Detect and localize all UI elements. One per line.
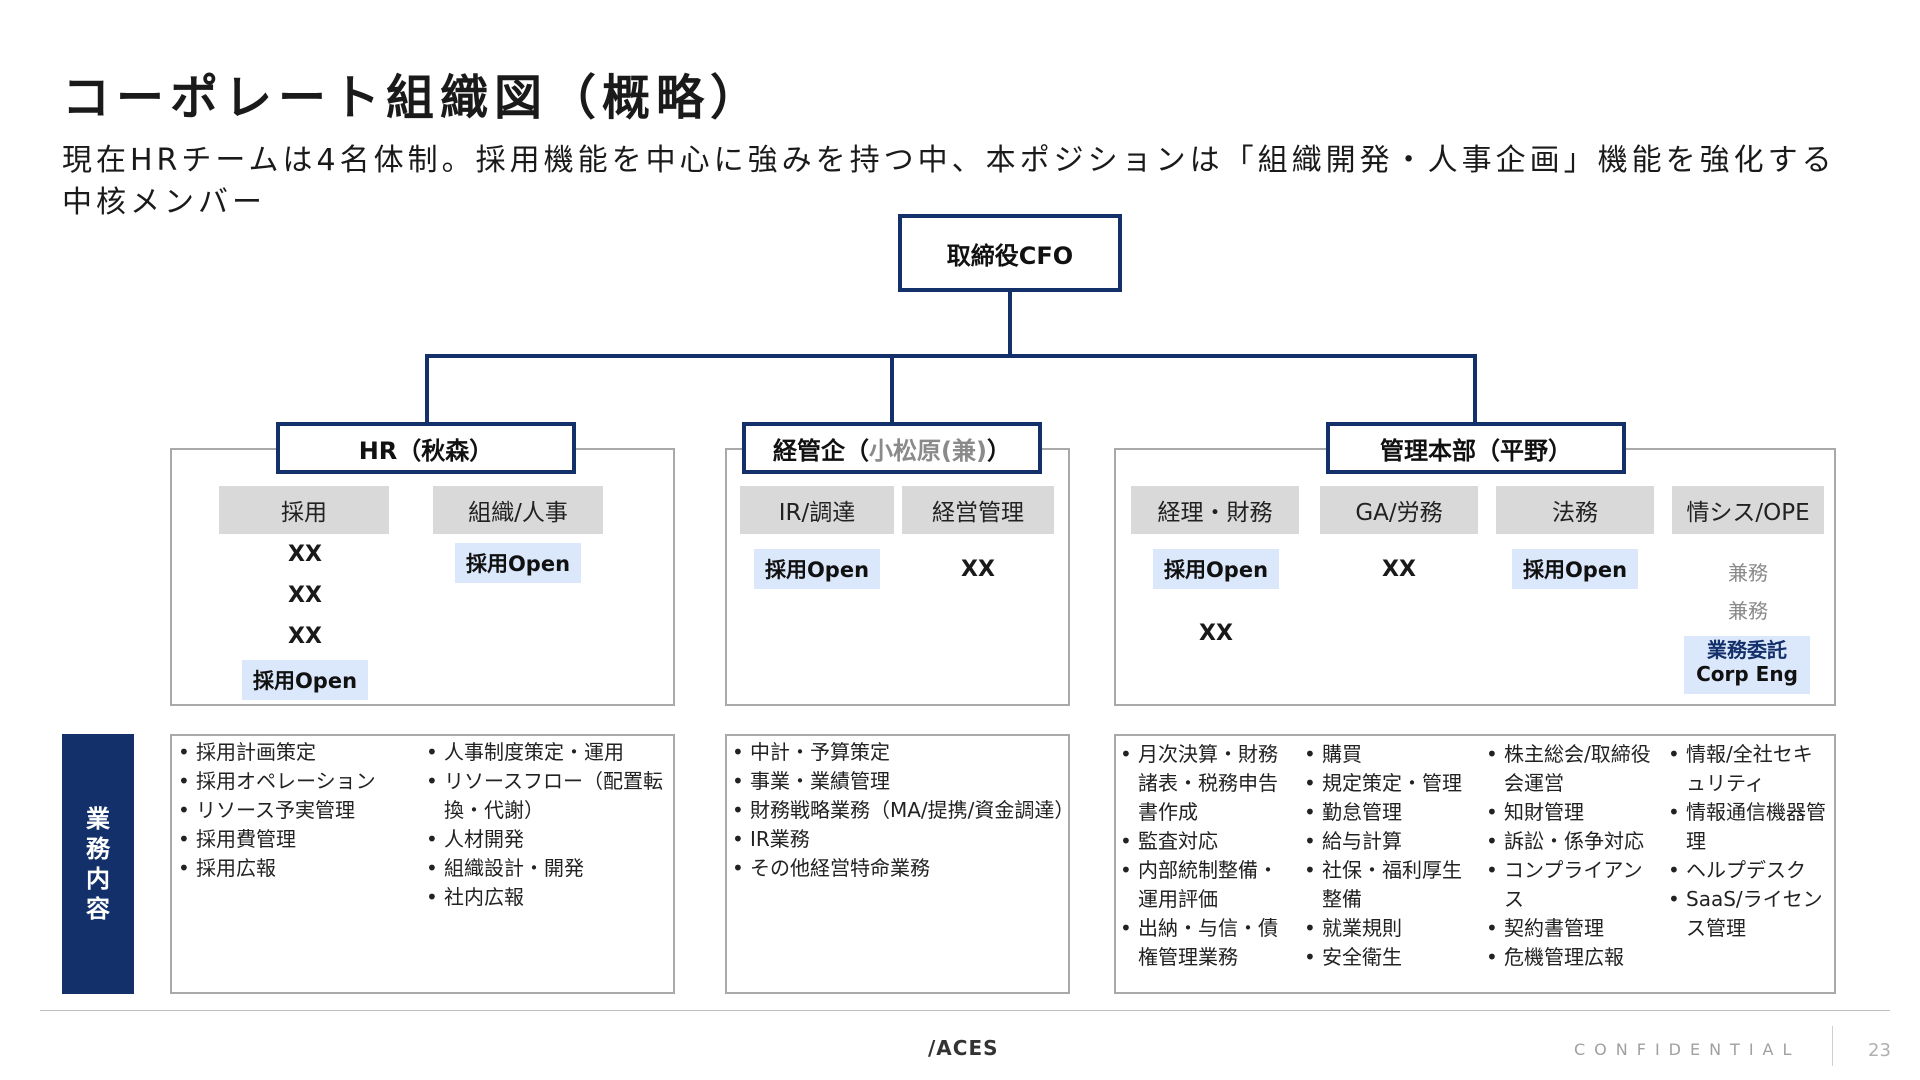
duty-item: 組織設計・開発 — [424, 854, 668, 883]
kanri-division-label: 管理本部（平野） — [1380, 436, 1572, 465]
footer-divider — [40, 1010, 1890, 1011]
duty-item: ヘルプデスク — [1666, 856, 1830, 885]
hr-division-label: HR（秋森） — [358, 436, 494, 465]
duty-item: 事業・業績管理 — [730, 767, 1066, 796]
duty-item: IR業務 — [730, 825, 1066, 854]
keikan-label-end: ） — [986, 436, 1011, 465]
kanri-duties-list-1: 月次決算・財務諸表・税務申告書作成 監査対応 内部統制整備・運用評価 出納・与信… — [1118, 740, 1296, 972]
duty-item: その他経営特命業務 — [730, 854, 1066, 883]
connector-horizontal — [425, 354, 1477, 358]
function-header-accounting: 経理・財務 — [1131, 486, 1299, 534]
duties-label-char: 業 — [86, 805, 110, 833]
duty-item: 採用計画策定 — [176, 738, 412, 767]
open-position-badge: 採用Open — [1153, 549, 1279, 589]
duty-item: 知財管理 — [1484, 798, 1654, 827]
open-position-badge: 採用Open — [754, 549, 880, 589]
member-xx: XX — [288, 542, 322, 567]
duty-item: 人材開発 — [424, 825, 668, 854]
duty-item: 危機管理広報 — [1484, 943, 1654, 972]
footer-separator — [1832, 1026, 1833, 1066]
duty-item: コンプライアンス — [1484, 856, 1654, 914]
duty-item: 社保・福利厚生整備 — [1302, 856, 1478, 914]
function-header-management: 経営管理 — [902, 486, 1054, 534]
duties-label-char: 容 — [86, 895, 110, 923]
duty-item: 株主総会/取締役会運営 — [1484, 740, 1654, 798]
member-xx: XX — [961, 557, 995, 582]
duty-item: 安全衛生 — [1302, 943, 1478, 972]
duty-item: 監査対応 — [1118, 827, 1296, 856]
duty-item: 社内広報 — [424, 883, 668, 912]
contract-badge: 業務委託 Corp Eng — [1684, 636, 1810, 694]
contract-badge-line2: Corp Eng — [1696, 662, 1798, 686]
duty-item: 勤怠管理 — [1302, 798, 1478, 827]
open-position-badge: 採用Open — [242, 660, 368, 700]
keikan-division-node: 経管企（小松原(兼)） — [742, 422, 1042, 474]
hr-division-node: HR（秋森） — [276, 422, 576, 474]
cfo-node: 取締役CFO — [898, 214, 1122, 292]
cfo-node-label: 取締役CFO — [946, 241, 1074, 270]
concurrent-member: 兼務 — [1728, 599, 1768, 623]
member-xx: XX — [1382, 557, 1416, 582]
keikan-label-main: 経管企（ — [773, 436, 870, 465]
duty-item: リソースフロー（配置転換・代謝） — [424, 767, 668, 825]
duty-item: 情報/全社セキュリティ — [1666, 740, 1830, 798]
open-position-badge: 採用Open — [1512, 549, 1638, 589]
duty-item: 給与計算 — [1302, 827, 1478, 856]
duty-item: 採用広報 — [176, 854, 412, 883]
page-title: コーポレート組織図（概略） — [62, 70, 765, 126]
duty-item: 情報通信機器管理 — [1666, 798, 1830, 856]
duty-item: リソース予実管理 — [176, 796, 412, 825]
keikan-label-head: 小松原(兼) — [869, 436, 987, 465]
duties-label: 業 務 内 容 — [62, 734, 134, 994]
function-header-it-ope: 情シス/OPE — [1672, 486, 1824, 534]
kanri-duties-list-3: 株主総会/取締役会運営 知財管理 訴訟・係争対応 コンプライアンス 契約書管理 … — [1484, 740, 1654, 972]
duty-item: 財務戦略業務（MA/提携/資金調達） — [730, 796, 1074, 825]
kanri-division-node: 管理本部（平野） — [1326, 422, 1626, 474]
duty-item: 中計・予算策定 — [730, 738, 1066, 767]
duty-item: 出納・与信・債権管理業務 — [1118, 914, 1296, 972]
company-logo: /ACES — [928, 1036, 999, 1060]
function-header-ir: IR/調達 — [740, 486, 894, 534]
connector-kanri — [1473, 354, 1477, 424]
contract-badge-line1: 業務委託 — [1707, 638, 1787, 662]
function-header-recruiting: 採用 — [219, 486, 389, 534]
kanri-duties-list-2: 購買 規定策定・管理 勤怠管理 給与計算 社保・福利厚生整備 就業規則 安全衛生 — [1302, 740, 1478, 972]
duty-item: SaaS/ライセンス管理 — [1666, 885, 1830, 943]
connector-cfo-down — [1008, 290, 1012, 356]
open-position-badge: 採用Open — [455, 543, 581, 583]
duty-item: 月次決算・財務諸表・税務申告書作成 — [1118, 740, 1296, 827]
member-xx: XX — [1199, 621, 1233, 646]
duty-item: 契約書管理 — [1484, 914, 1654, 943]
duty-item: 就業規則 — [1302, 914, 1478, 943]
page-subtitle: 現在HRチームは4名体制。採用機能を中心に強みを持つ中、本ポジションは「組織開発… — [62, 143, 1836, 220]
duty-item: 訴訟・係争対応 — [1484, 827, 1654, 856]
duties-label-char: 内 — [86, 865, 110, 893]
duties-label-char: 務 — [86, 835, 110, 863]
connector-hr — [425, 354, 429, 424]
duty-item: 採用オペレーション — [176, 767, 412, 796]
duty-item: 人事制度策定・運用 — [424, 738, 668, 767]
function-header-ga: GA/労務 — [1320, 486, 1478, 534]
duty-item: 内部統制整備・運用評価 — [1118, 856, 1296, 914]
concurrent-member: 兼務 — [1728, 561, 1768, 585]
member-xx: XX — [288, 624, 322, 649]
kanri-duties-list-4: 情報/全社セキュリティ 情報通信機器管理 ヘルプデスク SaaS/ライセンス管理 — [1666, 740, 1830, 943]
keikan-duties-list: 中計・予算策定 事業・業績管理 財務戦略業務（MA/提携/資金調達） IR業務 … — [730, 738, 1074, 883]
member-xx: XX — [288, 583, 322, 608]
hr-duties-list-2: 人事制度策定・運用 リソースフロー（配置転換・代謝） 人材開発 組織設計・開発 … — [424, 738, 668, 912]
confidential-label: CONFIDENTIAL — [1574, 1040, 1801, 1059]
hr-duties-list-1: 採用計画策定 採用オペレーション リソース予実管理 採用費管理 採用広報 — [176, 738, 412, 883]
duty-item: 購買 — [1302, 740, 1478, 769]
duty-item: 採用費管理 — [176, 825, 412, 854]
function-header-legal: 法務 — [1496, 486, 1654, 534]
page-number: 23 — [1868, 1040, 1891, 1061]
duty-item: 規定策定・管理 — [1302, 769, 1478, 798]
function-header-org-hr: 組織/人事 — [433, 486, 603, 534]
connector-keikan — [890, 354, 894, 424]
